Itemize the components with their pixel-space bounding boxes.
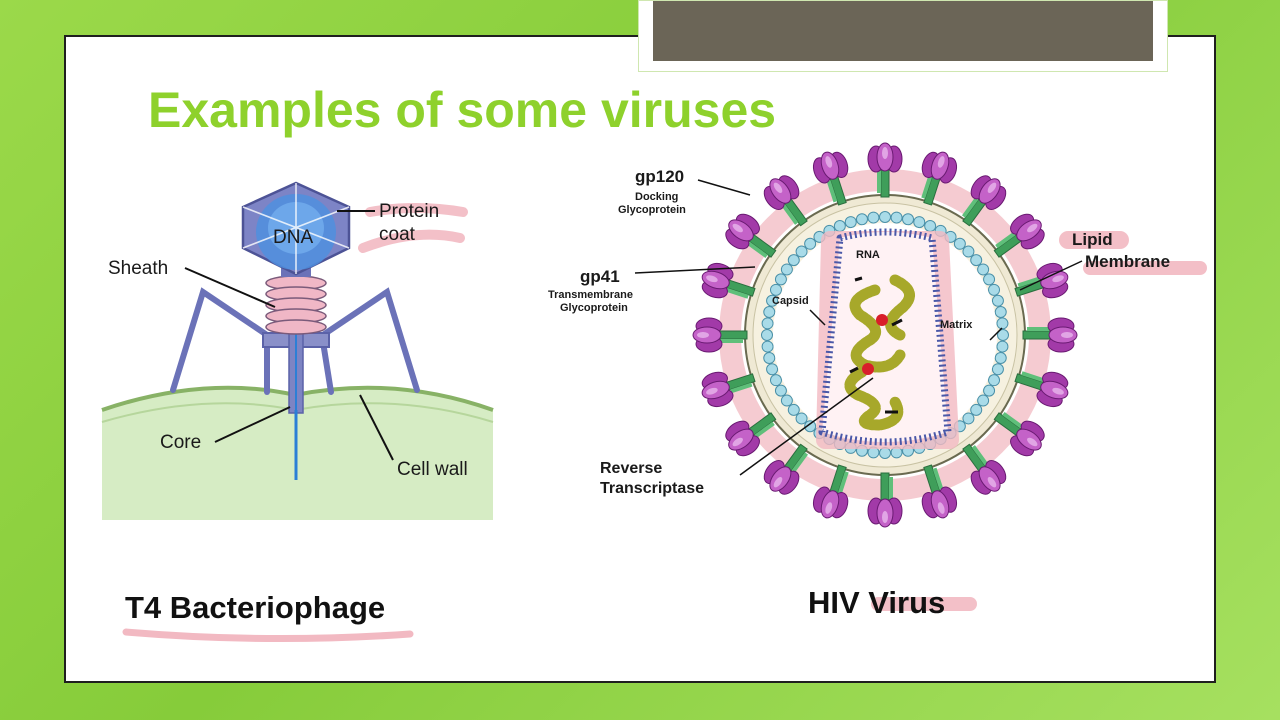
matrix-bead bbox=[880, 212, 891, 223]
matrix-bead bbox=[978, 395, 989, 406]
matrix-label: Matrix bbox=[940, 319, 973, 331]
t4-bacteriophage-diagram: DNA Protein coat Sheath Core Cell wall bbox=[95, 170, 495, 525]
matrix-bead bbox=[762, 318, 773, 329]
matrix-bead bbox=[770, 284, 781, 295]
rna-label: RNA bbox=[856, 249, 880, 261]
hiv-virus-diagram: gp120 Docking Glycoprotein gp41 Transmem… bbox=[540, 140, 1220, 540]
matrix-bead bbox=[954, 238, 965, 249]
matrix-bead bbox=[989, 375, 1000, 386]
sheath-label: Sheath bbox=[108, 258, 168, 279]
matrix-bead bbox=[995, 306, 1006, 317]
matrix-bead bbox=[992, 364, 1003, 375]
reverse-transcriptase-2 bbox=[862, 363, 874, 375]
hiv-caption: HIV Virus bbox=[808, 585, 945, 621]
top-tab bbox=[638, 0, 1168, 72]
matrix-bead bbox=[997, 318, 1008, 329]
matrix-bead bbox=[880, 448, 891, 459]
gp120-label: gp120 bbox=[635, 167, 684, 186]
transmembrane-label: Transmembrane bbox=[548, 289, 633, 301]
matrix-bead bbox=[914, 217, 925, 228]
docking-label-2: Glycoprotein bbox=[618, 204, 686, 216]
membrane-label: Membrane bbox=[1085, 252, 1170, 271]
matrix-bead bbox=[891, 212, 902, 223]
matrix-bead bbox=[925, 220, 936, 231]
matrix-bead bbox=[781, 395, 792, 406]
matrix-bead bbox=[764, 353, 775, 364]
protein-coat-label: Protein bbox=[379, 201, 439, 222]
cell-wall-label: Cell wall bbox=[397, 459, 468, 480]
matrix-bead bbox=[856, 214, 867, 225]
matrix-bead bbox=[989, 284, 1000, 295]
matrix-bead bbox=[764, 306, 775, 317]
matrix-bead bbox=[978, 264, 989, 275]
capsid-label: Capsid bbox=[772, 295, 809, 307]
matrix-bead bbox=[770, 375, 781, 386]
sheath-coils bbox=[266, 276, 326, 334]
matrix-bead bbox=[788, 255, 799, 266]
matrix-bead bbox=[963, 246, 974, 257]
matrix-bead bbox=[903, 214, 914, 225]
matrix-bead bbox=[992, 295, 1003, 306]
matrix-bead bbox=[805, 238, 816, 249]
matrix-bead bbox=[788, 404, 799, 415]
matrix-bead bbox=[781, 264, 792, 275]
matrix-bead bbox=[762, 341, 773, 352]
matrix-bead bbox=[796, 413, 807, 424]
gp41-label: gp41 bbox=[580, 267, 620, 286]
matrix-bead bbox=[971, 255, 982, 266]
t4-caption-highlight bbox=[118, 622, 418, 646]
lipid-label: Lipid bbox=[1072, 230, 1113, 249]
matrix-bead bbox=[834, 220, 845, 231]
matrix-bead bbox=[984, 385, 995, 396]
matrix-bead bbox=[984, 274, 995, 285]
matrix-bead bbox=[796, 246, 807, 257]
matrix-bead bbox=[963, 413, 974, 424]
core-label: Core bbox=[160, 432, 201, 453]
protein-coat-label-2: coat bbox=[379, 224, 416, 245]
dna-label: DNA bbox=[273, 227, 313, 248]
matrix-bead bbox=[868, 212, 879, 223]
matrix-bead bbox=[997, 341, 1008, 352]
matrix-bead bbox=[995, 353, 1006, 364]
matrix-bead bbox=[762, 330, 773, 341]
slide-title: Examples of some viruses bbox=[148, 80, 776, 140]
reverse-label: Reverse bbox=[600, 460, 662, 477]
matrix-bead bbox=[775, 274, 786, 285]
matrix-bead bbox=[845, 217, 856, 228]
transcriptase-label: Transcriptase bbox=[600, 480, 704, 497]
t4-caption: T4 Bacteriophage bbox=[125, 590, 385, 626]
matrix-bead bbox=[775, 385, 786, 396]
docking-label: Docking bbox=[635, 191, 678, 203]
reverse-transcriptase-1 bbox=[876, 314, 888, 326]
transmembrane-label-2: Glycoprotein bbox=[560, 302, 628, 314]
matrix-bead bbox=[971, 404, 982, 415]
matrix-bead bbox=[767, 364, 778, 375]
top-tab-dark-panel bbox=[653, 1, 1153, 61]
